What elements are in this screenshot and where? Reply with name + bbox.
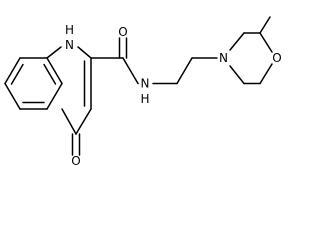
- bond-morph-1: [229, 32, 245, 51]
- bond-morph-4: [259, 32, 273, 53]
- bond-c3-c4: [75, 108, 92, 135]
- amide-o-label: O: [118, 25, 127, 39]
- bond-benzo-3: [46, 57, 63, 85]
- bonds: [4, 16, 273, 156]
- bond-morph-5: [229, 65, 245, 85]
- bond-morph-3: [259, 16, 271, 34]
- bond-benzo-6: [4, 82, 21, 110]
- bond-c8a-n1: [46, 46, 62, 59]
- ring-n-label: N: [65, 38, 74, 52]
- bond-benzo-1: [4, 57, 21, 85]
- bond-amide-c-n: [122, 57, 139, 85]
- atom-labels: H N O O N H N O: [65, 23, 282, 168]
- ring-nh-label: H: [65, 23, 74, 37]
- amide-n-label: N: [141, 77, 150, 91]
- ketone-o-label: O: [71, 154, 80, 168]
- morpholine-o-label: O: [272, 51, 281, 65]
- morpholine-n-label: N: [219, 51, 228, 65]
- bond-benzo-4: [46, 82, 63, 110]
- bond-ch2-ch2: [176, 57, 193, 85]
- bond-benzo-1-inner: [10, 63, 24, 85]
- bond-c4-c4a: [61, 108, 77, 135]
- bond-morph-7: [259, 63, 273, 85]
- molecule-structure: H N O O N H N O: [4, 16, 282, 168]
- bond-benzo-3-inner: [43, 63, 57, 85]
- bond-n1-c2: [77, 46, 92, 59]
- amide-nh-label: H: [140, 92, 149, 106]
